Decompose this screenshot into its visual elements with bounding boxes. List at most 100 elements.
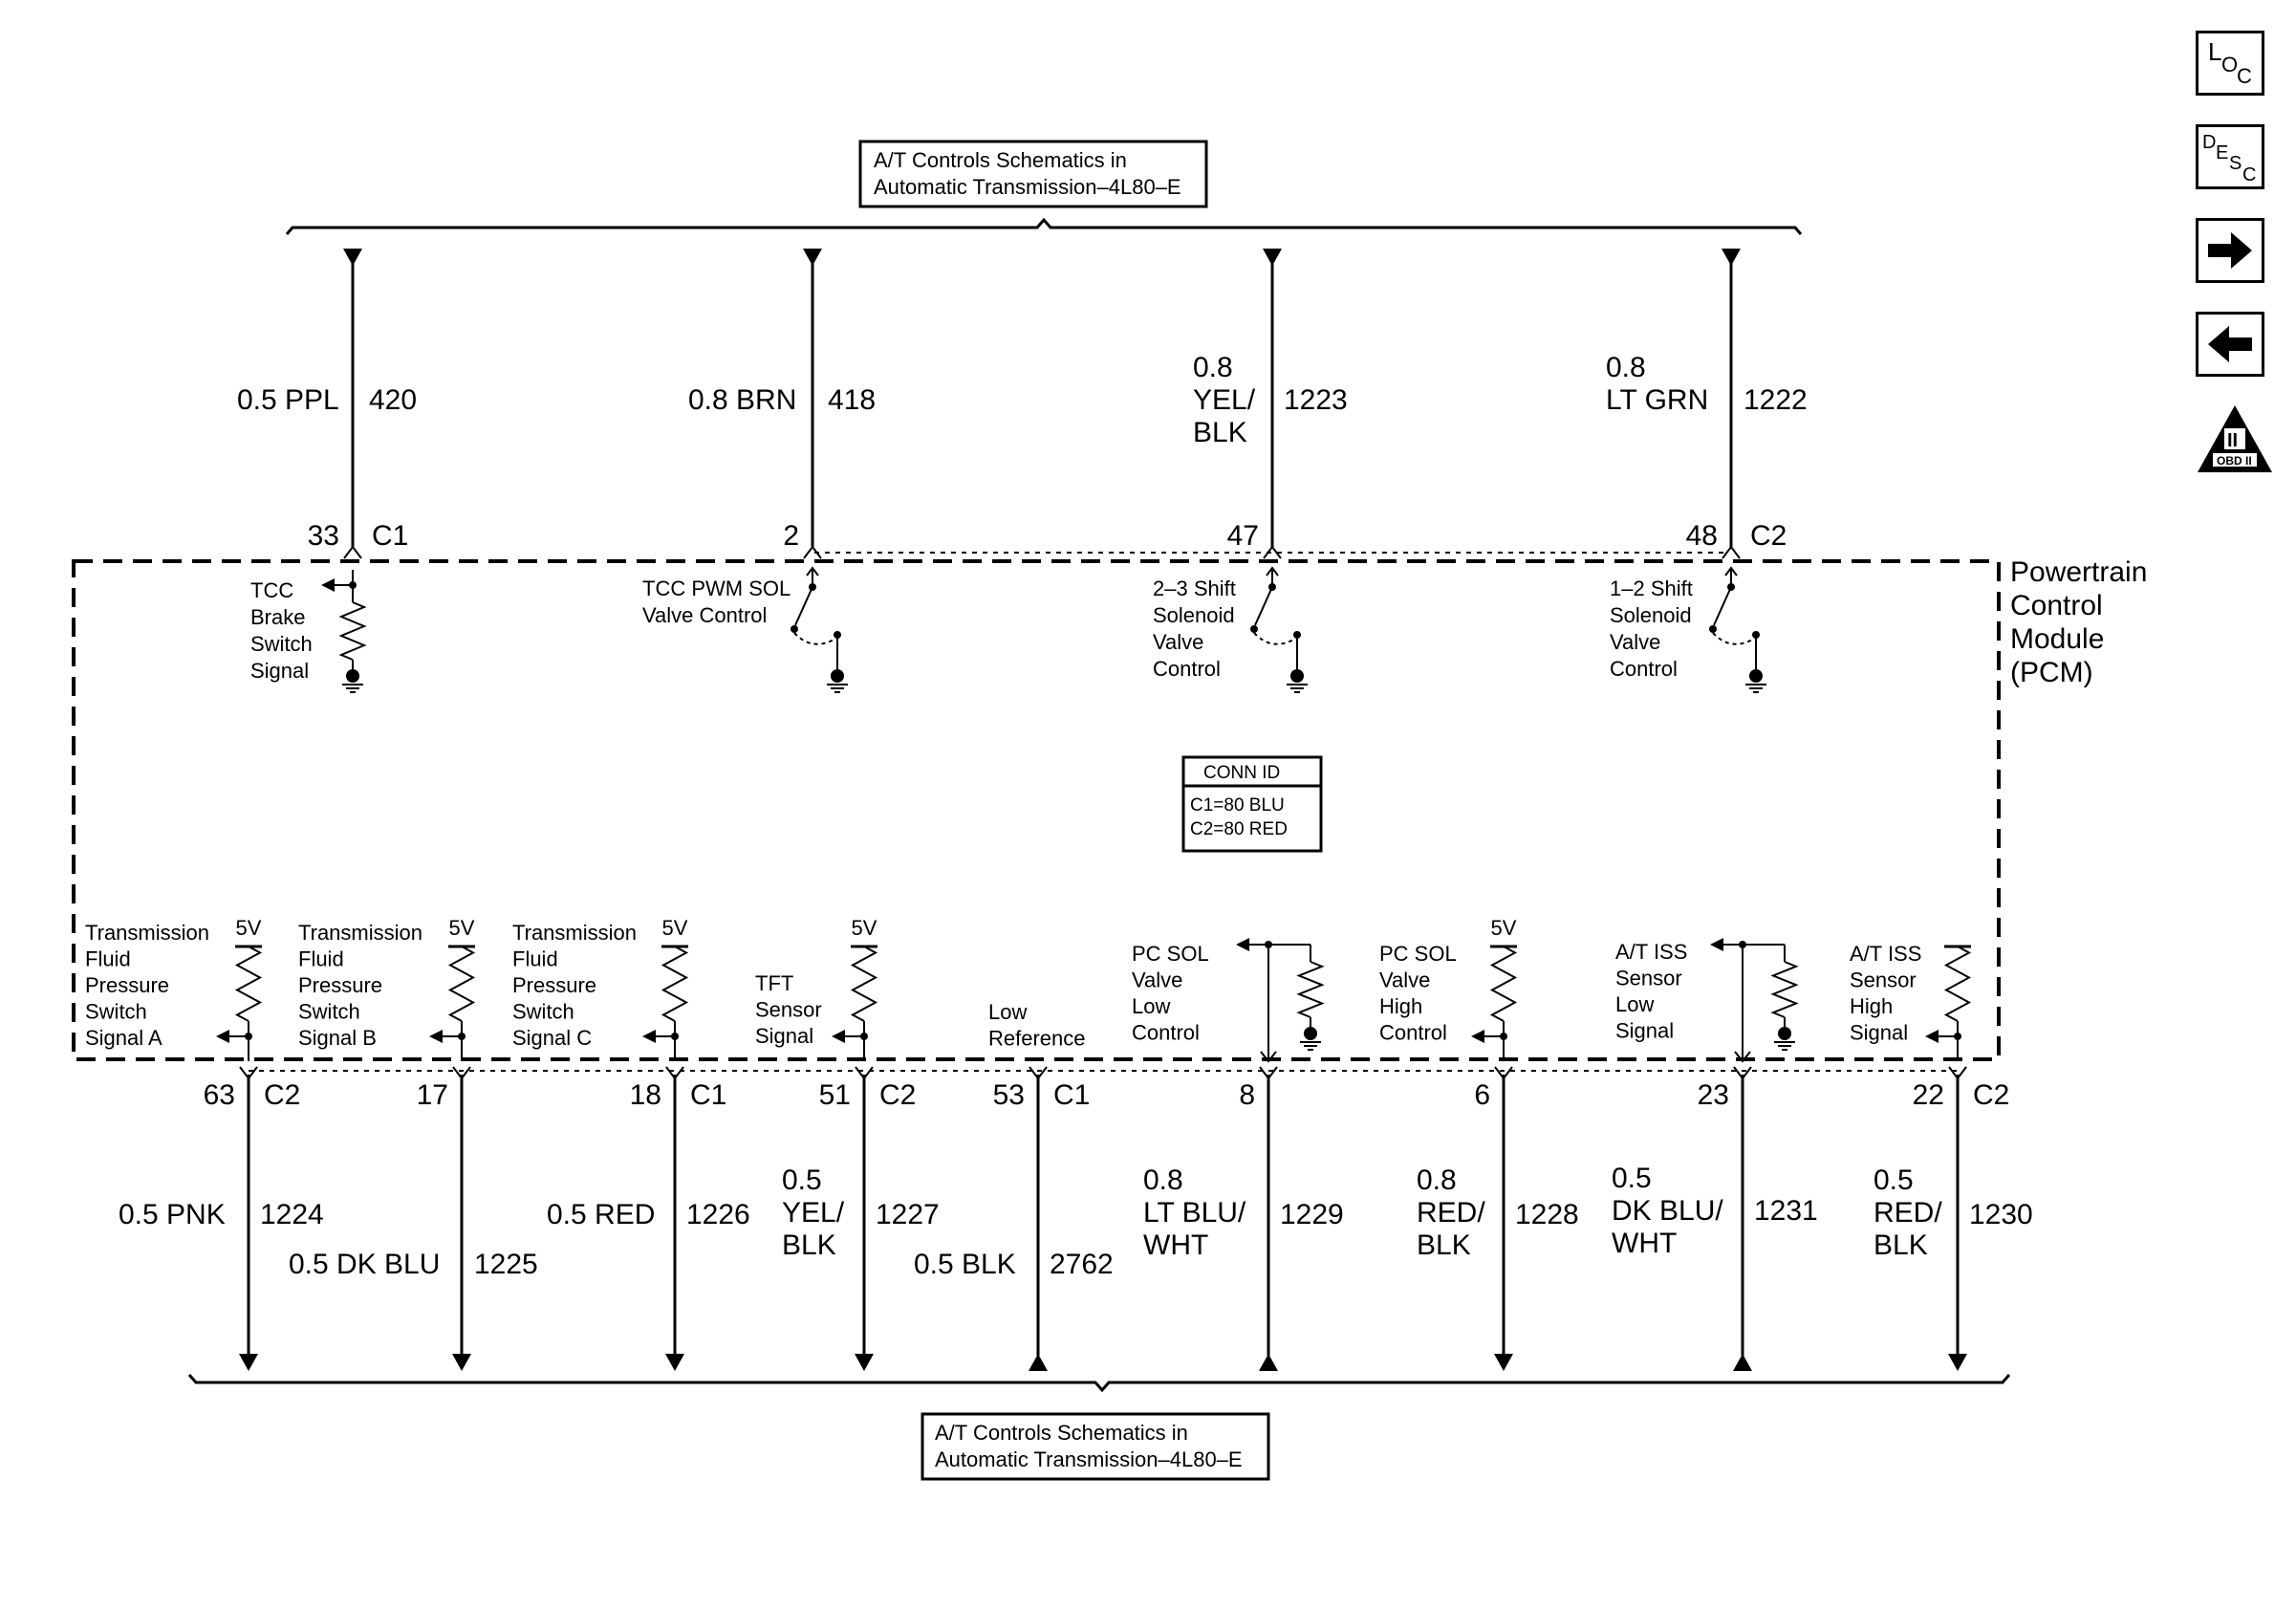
arrowhead-up <box>1724 566 1738 577</box>
supply-label: 5V <box>449 916 475 940</box>
module-name-line: Control <box>2010 590 2103 621</box>
bottom-ref-line2: Automatic Transmission–4L80–E <box>935 1447 1243 1471</box>
signal-label: Solenoid <box>1153 603 1235 627</box>
prev-page-button[interactable] <box>2196 312 2264 377</box>
pin-number: 51 <box>819 1079 851 1111</box>
signal-label: Control <box>1379 1021 1447 1045</box>
arrowhead-left <box>321 578 335 592</box>
resistor-symbol <box>661 946 689 1022</box>
signal-label: Sensor <box>1615 967 1682 990</box>
conn-id-c1: C1=80 BLU <box>1190 795 1285 816</box>
wire-color-label: 0.5 DK BLU <box>289 1249 440 1280</box>
signal-label: Fluid <box>85 947 131 971</box>
arrowhead-down <box>1722 249 1741 266</box>
pin-number: 6 <box>1474 1079 1490 1111</box>
resistor-symbol <box>234 946 263 1022</box>
bottom-reference-box[interactable]: A/T Controls Schematics in Automatic Tra… <box>921 1412 1270 1481</box>
signal-label: Switch <box>85 1000 147 1024</box>
connector-pin-symbol <box>452 1066 471 1080</box>
switch-contact <box>791 625 798 633</box>
circuit-number: 1222 <box>1744 384 1808 416</box>
obd-ii-numeral: II <box>2227 430 2238 451</box>
wire-color-label: BLK <box>1193 417 1247 448</box>
signal-label: Low <box>1615 992 1654 1016</box>
resistor-symbol <box>447 946 476 1022</box>
signal-label: Pressure <box>512 973 596 997</box>
arrowhead-left <box>1710 938 1723 951</box>
ground-dot <box>346 669 359 683</box>
loc-icon: L O C <box>2208 37 2252 88</box>
conn-id-c2: C2=80 RED <box>1190 819 1288 839</box>
connector-pin-symbol <box>1029 1066 1048 1080</box>
circuit-number: 2762 <box>1050 1249 1114 1280</box>
pin-number: 23 <box>1698 1079 1729 1111</box>
signal-label: Signal <box>250 659 309 683</box>
wire-color-label: YEL/ <box>782 1197 845 1229</box>
signal-label: Switch <box>250 632 313 656</box>
arrowhead-left <box>642 1030 656 1043</box>
circuit-number: 1227 <box>876 1199 940 1230</box>
connector-pin-symbol <box>855 1066 874 1080</box>
connector-pin-symbol <box>1733 1066 1752 1080</box>
switch-blade <box>1254 586 1273 626</box>
resistor-symbol <box>1489 946 1518 1022</box>
switch-blade <box>1713 586 1732 626</box>
wire-color-label: 0.8 <box>1193 352 1233 383</box>
next-page-button[interactable] <box>2196 218 2264 283</box>
pin-number: 63 <box>204 1079 235 1111</box>
connector-id: C1 <box>1053 1079 1090 1111</box>
signal-label: Switch <box>298 1000 360 1024</box>
arrowhead-up <box>806 566 819 577</box>
supply-label: 5V <box>852 916 877 940</box>
arrowhead-down <box>1948 1354 1967 1371</box>
signal-label: Signal C <box>512 1026 592 1050</box>
svg-text:L: L <box>2208 37 2221 66</box>
signal-label: Transmission <box>512 921 637 945</box>
circuit-number: 1224 <box>260 1199 324 1230</box>
arrowhead-up <box>1259 1354 1278 1371</box>
signal-label: 2–3 Shift <box>1153 577 1236 600</box>
wire-color-label: 0.5 BLK <box>914 1249 1016 1280</box>
obd-ii-button[interactable]: OBD II II <box>2196 402 2274 474</box>
pin-number: 53 <box>993 1079 1025 1111</box>
top-reference-box[interactable]: A/T Controls Schematics in Automatic Tra… <box>858 140 1208 208</box>
connector-pin-symbol <box>665 1066 684 1080</box>
switch-contact <box>1709 625 1717 633</box>
switch-blade <box>794 586 813 626</box>
arrowhead-left <box>1925 1030 1939 1043</box>
svg-text:C: C <box>2242 164 2256 185</box>
wire-color-label: WHT <box>1612 1228 1677 1259</box>
obd-ii-icon: OBD II II <box>2198 405 2272 472</box>
module-name-line: Powertrain <box>2010 556 2147 588</box>
signal-label: PC SOL <box>1132 942 1209 966</box>
pin-number: 47 <box>1227 520 1259 552</box>
wire-color-label: 0.5 <box>782 1164 822 1196</box>
desc-button[interactable]: D E S C <box>2196 124 2264 189</box>
obd-ii-text: OBD II <box>2217 454 2252 468</box>
signal-label: Valve <box>1379 968 1430 992</box>
signal-label: Sensor <box>755 998 822 1022</box>
signal-label: Valve <box>1153 630 1203 654</box>
loc-button[interactable]: L O C <box>2196 31 2264 96</box>
signal-label: Fluid <box>512 947 558 971</box>
signal-label: Fluid <box>298 947 344 971</box>
signal-label: Pressure <box>298 973 382 997</box>
supply-label: 5V <box>662 916 688 940</box>
arrow-left-icon <box>2208 326 2252 362</box>
wire-color-label: BLK <box>1874 1229 1928 1261</box>
signal-label: TCC PWM SOL <box>642 577 791 600</box>
